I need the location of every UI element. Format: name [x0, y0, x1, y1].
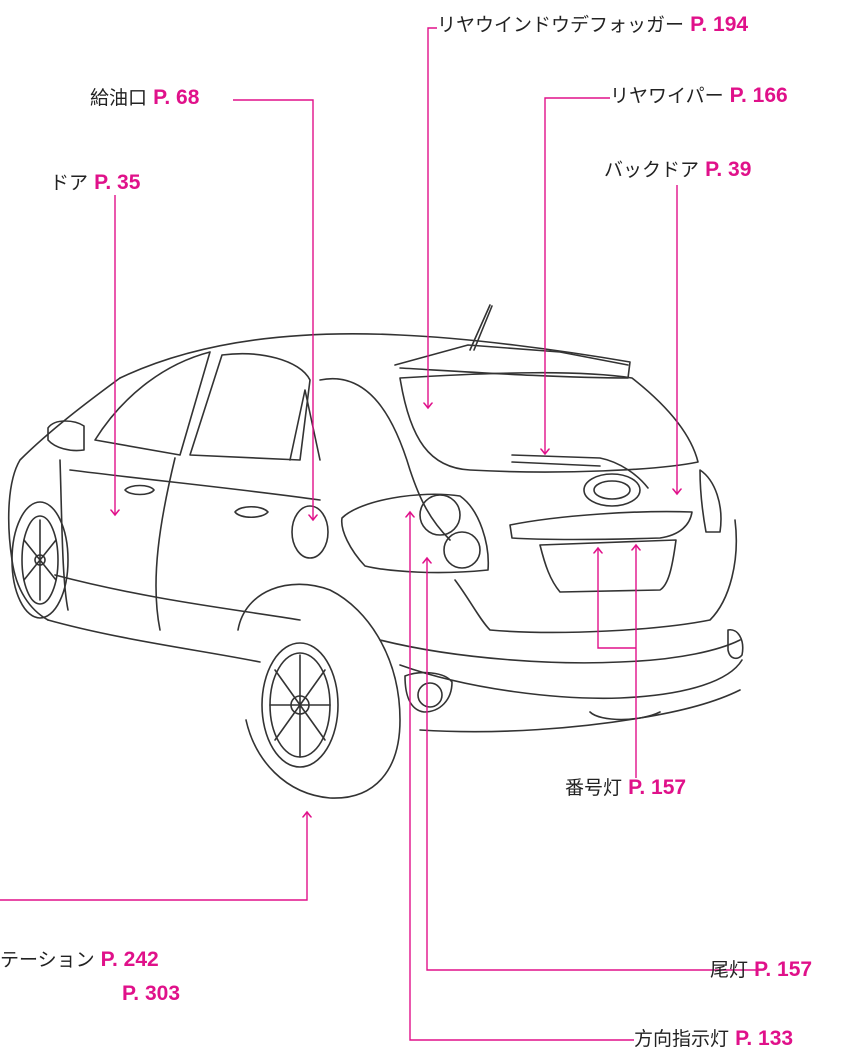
leader-tail [427, 558, 758, 971]
callout-license-text: 番号灯 [565, 777, 623, 799]
leader-turn [410, 512, 634, 1041]
callout-tire-page2[interactable]: P. 303 [122, 982, 181, 1005]
callout-turn-page[interactable]: P. 133 [735, 1027, 794, 1050]
leader-defogger [428, 27, 437, 408]
callout-backdoor-page[interactable]: P. 39 [705, 158, 752, 181]
callout-wiper-text: リヤワイパー [610, 85, 724, 107]
callout-door: ドア P. 35 [50, 171, 140, 195]
callout-fuel-page[interactable]: P. 68 [153, 86, 200, 109]
callout-wiper: リヤワイパー P. 166 [610, 84, 788, 108]
callout-license: 番号灯 P. 157 [565, 776, 686, 800]
callout-fuel-text: 給油口 [90, 87, 148, 109]
callout-defogger-text: リヤウインドウデフォッガー [437, 14, 685, 36]
callout-defogger-page[interactable]: P. 194 [690, 13, 749, 36]
callout-backdoor: バックドア P. 39 [604, 158, 751, 182]
callout-tire-page[interactable]: P. 242 [100, 948, 159, 971]
callout-tire-second: P. 303 [122, 982, 180, 1006]
callout-tire: テーション P. 242 [0, 948, 159, 972]
callout-tail-page[interactable]: P. 157 [754, 958, 813, 981]
callout-turn-text: 方向指示灯 [634, 1028, 730, 1050]
leader-wiper [545, 97, 610, 454]
callout-tire-text: テーション [0, 949, 95, 971]
callout-fuel: 給油口 P. 68 [90, 86, 199, 110]
callout-door-text: ドア [50, 172, 89, 194]
callout-defogger: リヤウインドウデフォッガー P. 194 [437, 13, 748, 37]
callout-backdoor-text: バックドア [604, 159, 700, 181]
callout-license-page[interactable]: P. 157 [628, 776, 687, 799]
callout-tail: 尾灯 P. 157 [710, 958, 812, 982]
leader-fuel [233, 99, 313, 520]
callout-tail-text: 尾灯 [710, 959, 749, 981]
leader-license-left [598, 548, 636, 649]
leader-tire [0, 812, 307, 901]
callout-turn: 方向指示灯 P. 133 [634, 1027, 793, 1051]
callout-wiper-page[interactable]: P. 166 [729, 84, 788, 107]
callout-door-page[interactable]: P. 35 [94, 171, 141, 194]
